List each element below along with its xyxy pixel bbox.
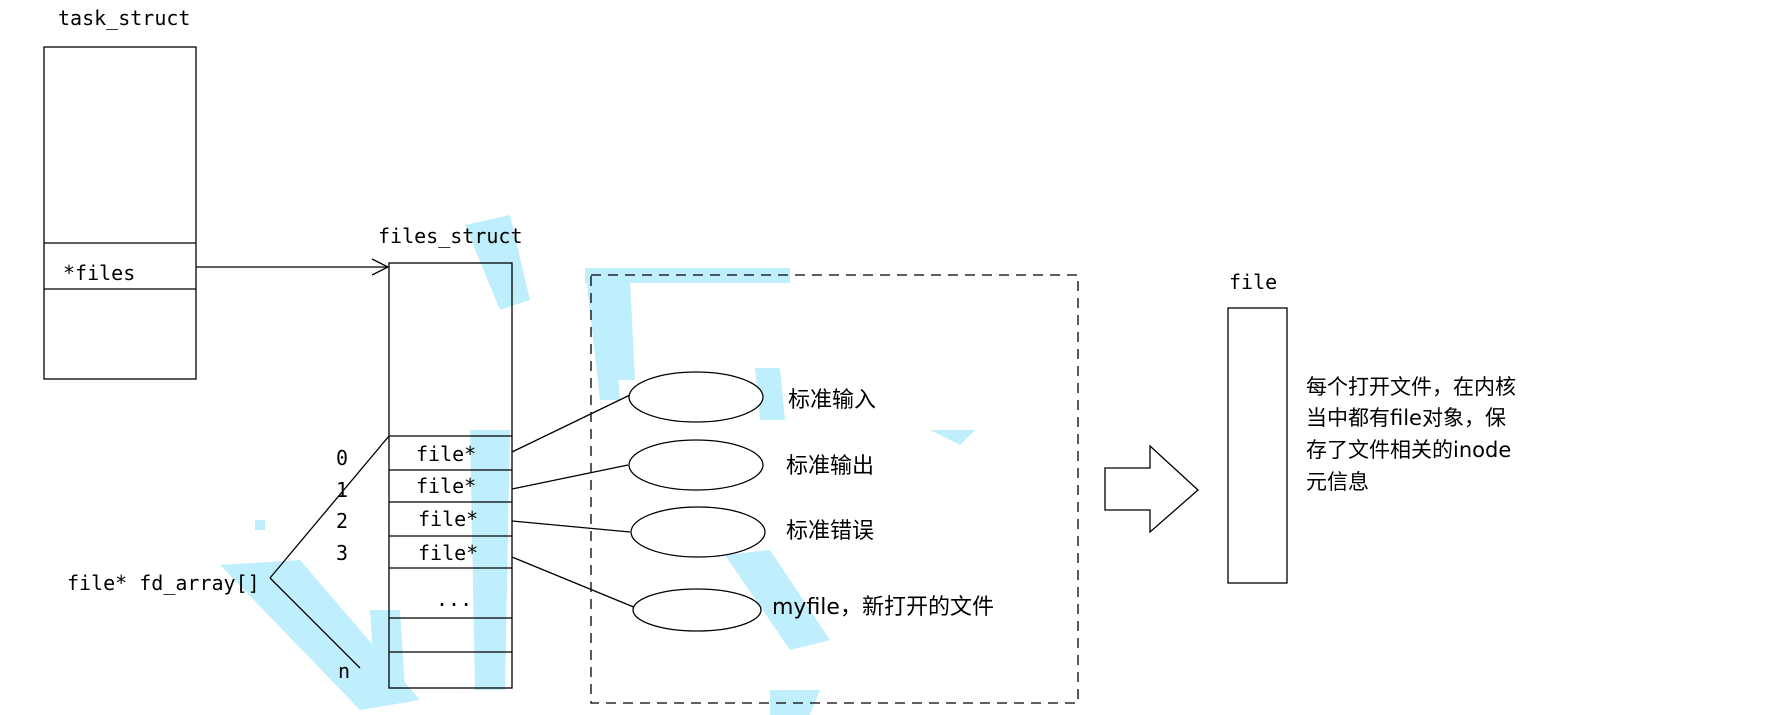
fd-index-2: 2 [336, 509, 348, 533]
files-struct-label: files_struct [378, 224, 523, 248]
open-files-region [590, 274, 1079, 704]
fd-index-0: 0 [336, 446, 348, 470]
file-object-label: file [1229, 270, 1277, 294]
slot-connectors [511, 393, 637, 609]
highlight-marks [220, 215, 975, 715]
task-struct-label: task_struct [58, 6, 190, 30]
task-struct-box [43, 46, 197, 380]
fd-index-1: 1 [336, 478, 348, 502]
stdin-file-ellipse [628, 371, 764, 423]
fd-slot-ellipsis: ... [436, 587, 472, 611]
stdout-file-ellipse [628, 439, 764, 491]
stdin-label: 标准输入 [788, 388, 876, 413]
fd-array-label: file* fd_array[] [67, 571, 260, 595]
file-description-line-3: 存了文件相关的inode [1306, 438, 1511, 462]
file-description-line-2: 当中都有file对象，保 [1306, 406, 1506, 430]
stderr-label: 标准错误 [786, 519, 874, 544]
file-description-line-4: 元信息 [1306, 470, 1369, 494]
myfile-label: myfile，新打开的文件 [772, 595, 994, 620]
fd-index-n: n [338, 659, 350, 683]
file-object-box [1227, 307, 1288, 584]
files-pointer-arrow [196, 258, 390, 276]
fd-array-bracket [269, 435, 390, 669]
fd-slot-3: file* [418, 541, 478, 565]
files-pointer-field: *files [63, 261, 135, 285]
files-struct-box [388, 262, 513, 689]
stderr-file-ellipse [630, 506, 766, 558]
stdout-label: 标准输出 [786, 454, 874, 479]
fd-slot-0: file* [416, 442, 476, 466]
fd-slot-1: file* [416, 474, 476, 498]
fd-slot-2: file* [418, 507, 478, 531]
fd-index-3: 3 [336, 541, 348, 565]
file-description-line-1: 每个打开文件，在内核 [1306, 375, 1516, 399]
block-arrow [1104, 444, 1199, 534]
myfile-file-ellipse [632, 588, 762, 632]
